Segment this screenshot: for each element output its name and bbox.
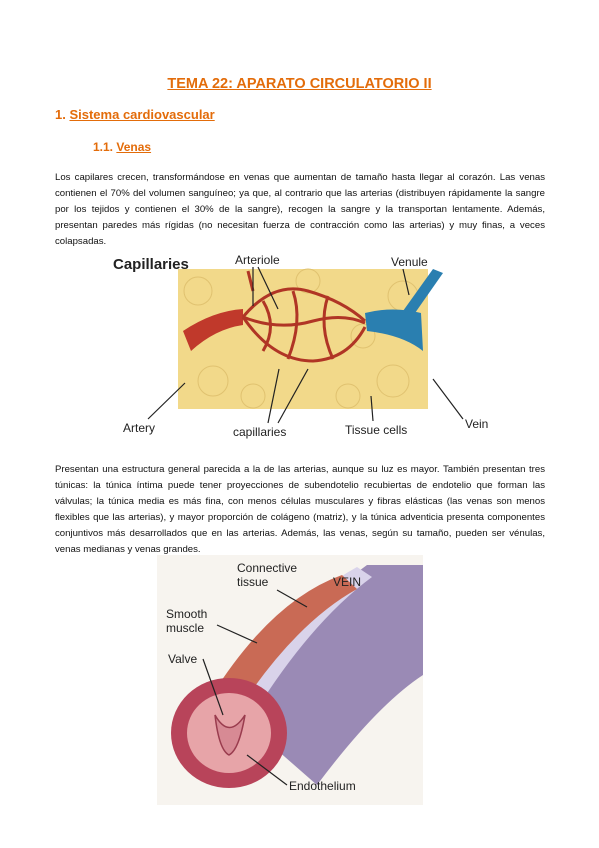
label-connective-1: Connective — [237, 561, 297, 575]
label-endothelium: Endothelium — [289, 779, 356, 793]
figure2-leader-lines — [202, 589, 308, 786]
paragraph-2: Presentan una estructura general parecid… — [55, 464, 545, 555]
capillary-network — [241, 270, 367, 363]
figure1-title: Capillaries — [113, 256, 189, 273]
subsection-label: Venas — [116, 140, 152, 154]
subsection-number: 1.1. — [93, 140, 114, 154]
label-connective-2: tissue — [237, 575, 269, 589]
connective-tissue-layer — [227, 567, 372, 725]
label-venule: Venule — [391, 255, 428, 269]
label-capillaries: capillaries — [233, 425, 286, 439]
label-smooth-1: Smooth — [166, 607, 207, 621]
section-heading: 1. Sistema cardiovascular — [55, 107, 215, 122]
vein-branch — [403, 269, 443, 313]
capillaries-figure: Capillaries Arteriole Venule Artery capi… — [113, 253, 488, 439]
section-label: Sistema cardiovascular — [69, 107, 215, 122]
section-number: 1. — [55, 107, 66, 122]
leader-lines — [147, 266, 464, 424]
label-arteriole: Arteriole — [235, 253, 280, 267]
subsection-heading: 1.1. Venas — [93, 140, 151, 154]
label-vein-title: VEIN — [333, 575, 361, 589]
label-valve: Valve — [168, 652, 197, 666]
artery-vessel — [183, 309, 243, 351]
label-vein: Vein — [465, 417, 488, 431]
label-artery: Artery — [123, 421, 155, 435]
paragraph-1: Los capilares crecen, transformándose en… — [55, 172, 545, 247]
valve-shape — [214, 714, 246, 756]
label-smooth-2: muscle — [166, 621, 204, 635]
vein-structure-figure: Connective tissue VEIN Smooth muscle Val… — [157, 555, 423, 805]
vein-vessel — [365, 309, 423, 351]
page-title: TEMA 22: APARATO CIRCULATORIO II — [167, 76, 432, 92]
label-tissue-cells: Tissue cells — [345, 423, 407, 437]
